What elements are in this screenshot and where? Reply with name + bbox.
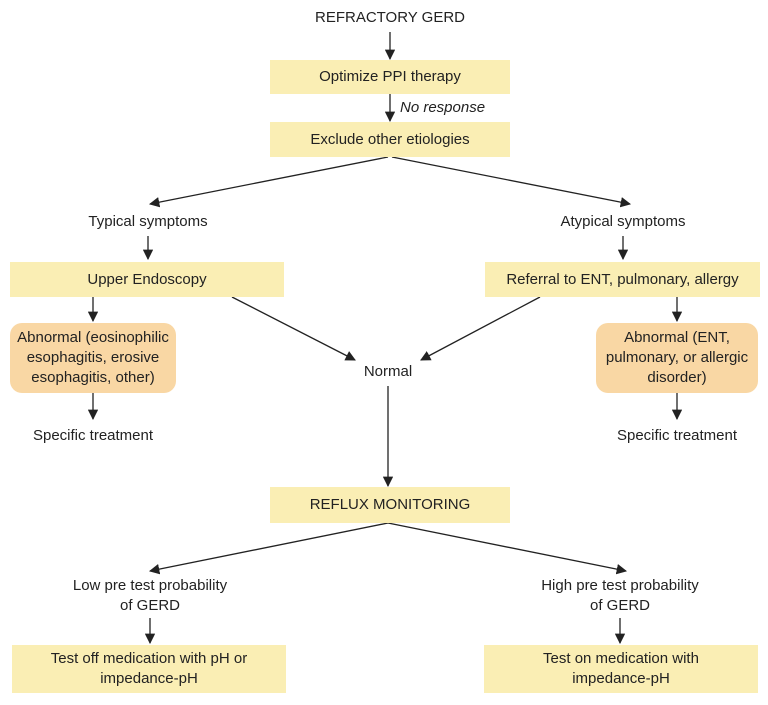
node-refractory-gerd: REFRACTORY GERD [314, 9, 466, 26]
node-abnormal-right: Abnormal (ENT, pulmonary, or allergic di… [596, 323, 758, 393]
arrow-reflux-to-low [148, 522, 389, 575]
node-upper-endoscopy: Upper Endoscopy [10, 262, 284, 297]
node-test-off: Test off medication with pH or impedance… [12, 645, 286, 693]
node-normal: Normal [363, 363, 413, 380]
arrow-reflux-to-high [387, 522, 628, 575]
node-high-pretest: High pre test probability of GERD [541, 577, 699, 614]
node-abnormal-left: Abnormal (eosinophilic esophagitis, eros… [10, 323, 176, 393]
node-specific-treatment-left: Specific treatment [32, 427, 154, 444]
arrow-referral-to-normal [420, 296, 541, 361]
arrow-endoscopy-to-normal [231, 296, 356, 361]
node-exclude-etiologies: Exclude other etiologies [270, 122, 510, 157]
node-referral: Referral to ENT, pulmonary, allergy [485, 262, 760, 297]
arrow-exclude-to-typical [148, 156, 389, 208]
node-specific-treatment-right: Specific treatment [616, 427, 738, 444]
node-typical-symptoms: Typical symptoms [88, 213, 208, 230]
node-low-pretest: Low pre test probability of GERD [72, 577, 228, 614]
node-test-on: Test on medication with impedance-pH [484, 645, 758, 693]
label-no-response: No response [400, 99, 486, 116]
arrow-exclude-to-atypical [391, 156, 632, 208]
node-atypical-symptoms: Atypical symptoms [560, 213, 686, 230]
node-reflux-monitoring: REFLUX MONITORING [270, 487, 510, 523]
node-optimize-ppi: Optimize PPI therapy [270, 60, 510, 94]
